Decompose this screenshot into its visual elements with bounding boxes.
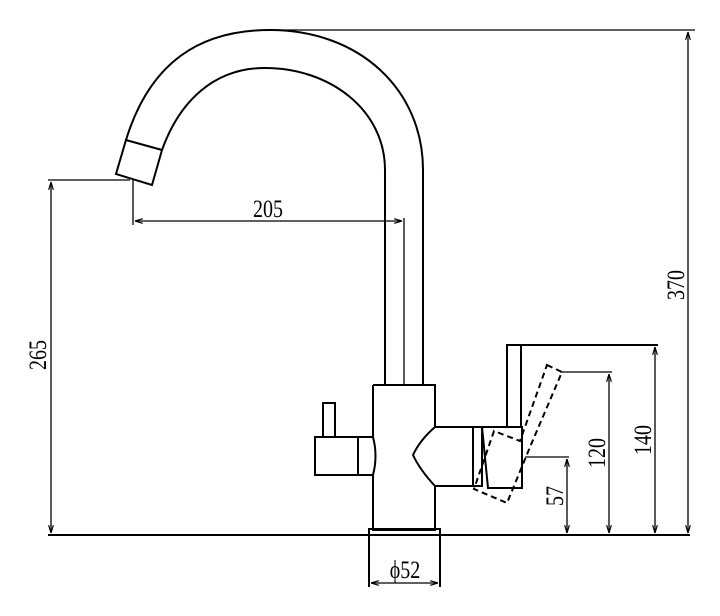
lever-tilted-position [472,363,564,505]
dim-label-57: 57 [541,486,569,506]
dim-label-205: 205 [253,195,283,223]
left-handle [314,402,377,476]
dim-label-120: 120 [583,438,611,468]
faucet-body [368,384,441,587]
dimension-lines [51,32,688,583]
aerator [114,138,164,187]
dim-label-265: 265 [24,340,52,370]
dim-label-140: 140 [629,425,657,455]
dim-label-base-diameter: ϕ52 [390,556,421,584]
filter-outlet [411,344,658,505]
dim-label-370: 370 [662,270,690,300]
